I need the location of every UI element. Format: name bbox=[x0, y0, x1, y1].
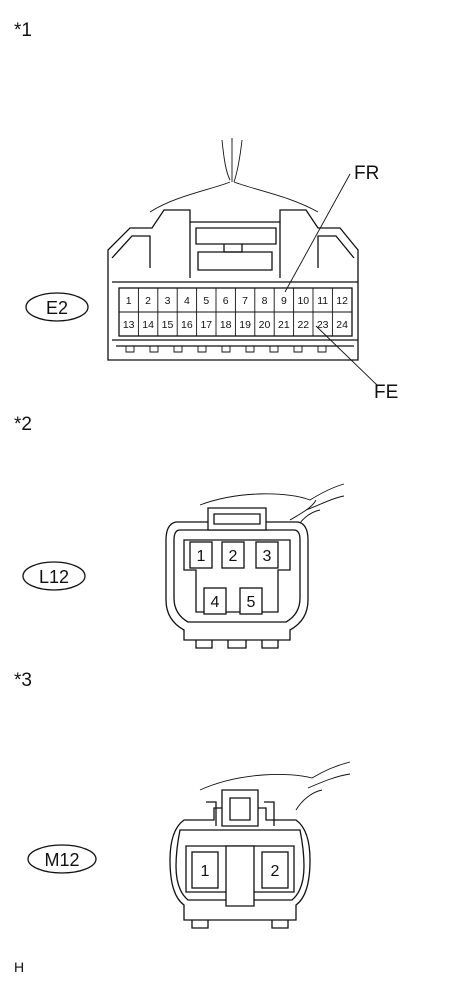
e2-pin: 3 bbox=[165, 295, 171, 307]
svg-text:M12: M12 bbox=[44, 850, 79, 870]
e2-pin: 2 bbox=[145, 295, 151, 307]
e2-pin: 24 bbox=[336, 319, 348, 331]
e2-pin: 6 bbox=[223, 295, 229, 307]
fe-callout: FE bbox=[315, 325, 398, 403]
e2-pin-grid: 1 2 3 4 5 6 7 8 9 10 11 12 13 14 15 16 1… bbox=[118, 287, 353, 337]
m12-pin: 1 bbox=[201, 863, 210, 880]
l12-pin: 1 bbox=[197, 548, 206, 565]
l12-connector: 1 2 3 4 5 bbox=[165, 507, 309, 649]
svg-text:L12: L12 bbox=[39, 567, 69, 587]
l12-pin: 4 bbox=[211, 594, 220, 611]
section-3-marker: *3 bbox=[14, 670, 32, 691]
l12-pin: 5 bbox=[247, 594, 256, 611]
m12-connector-label: M12 bbox=[27, 844, 97, 874]
e2-pin: 12 bbox=[336, 295, 348, 307]
fr-callout-label: FR bbox=[354, 163, 379, 184]
e2-pin: 9 bbox=[281, 295, 287, 307]
e2-pin: 8 bbox=[262, 295, 268, 307]
e2-pin: 19 bbox=[239, 319, 251, 331]
e2-wire-harness bbox=[149, 137, 319, 213]
figure-code: H bbox=[14, 959, 24, 975]
fe-callout-label: FE bbox=[374, 382, 398, 403]
e2-pin: 20 bbox=[259, 319, 271, 331]
e2-pin: 4 bbox=[184, 295, 190, 307]
e2-pin: 16 bbox=[181, 319, 193, 331]
e2-pin: 5 bbox=[203, 295, 209, 307]
l12-pin: 2 bbox=[229, 548, 238, 565]
e2-pin: 1 bbox=[126, 295, 132, 307]
e2-pin: 10 bbox=[297, 295, 309, 307]
e2-pin: 7 bbox=[242, 295, 248, 307]
e2-pin: 14 bbox=[142, 319, 154, 331]
l12-connector-label: L12 bbox=[22, 561, 86, 591]
m12-connector: 1 2 bbox=[169, 789, 311, 929]
e2-pin: 21 bbox=[278, 319, 290, 331]
section-1-marker: *1 bbox=[14, 20, 32, 41]
e2-pin: 23 bbox=[317, 319, 329, 331]
e2-connector bbox=[107, 209, 359, 361]
m12-wire-harness bbox=[199, 761, 351, 811]
e2-connector-label: E2 bbox=[25, 292, 89, 322]
m12-pin: 2 bbox=[271, 863, 280, 880]
e2-pin: 13 bbox=[123, 319, 135, 331]
e2-pin: 17 bbox=[200, 319, 212, 331]
e2-pin: 18 bbox=[220, 319, 232, 331]
l12-wire-harness bbox=[199, 483, 345, 531]
svg-text:E2: E2 bbox=[46, 298, 68, 318]
fr-callout: FR bbox=[284, 163, 379, 293]
e2-pin: 22 bbox=[297, 319, 309, 331]
l12-pin: 3 bbox=[263, 548, 272, 565]
e2-pin: 15 bbox=[162, 319, 174, 331]
section-2-marker: *2 bbox=[14, 414, 32, 435]
e2-pin: 11 bbox=[317, 295, 328, 307]
